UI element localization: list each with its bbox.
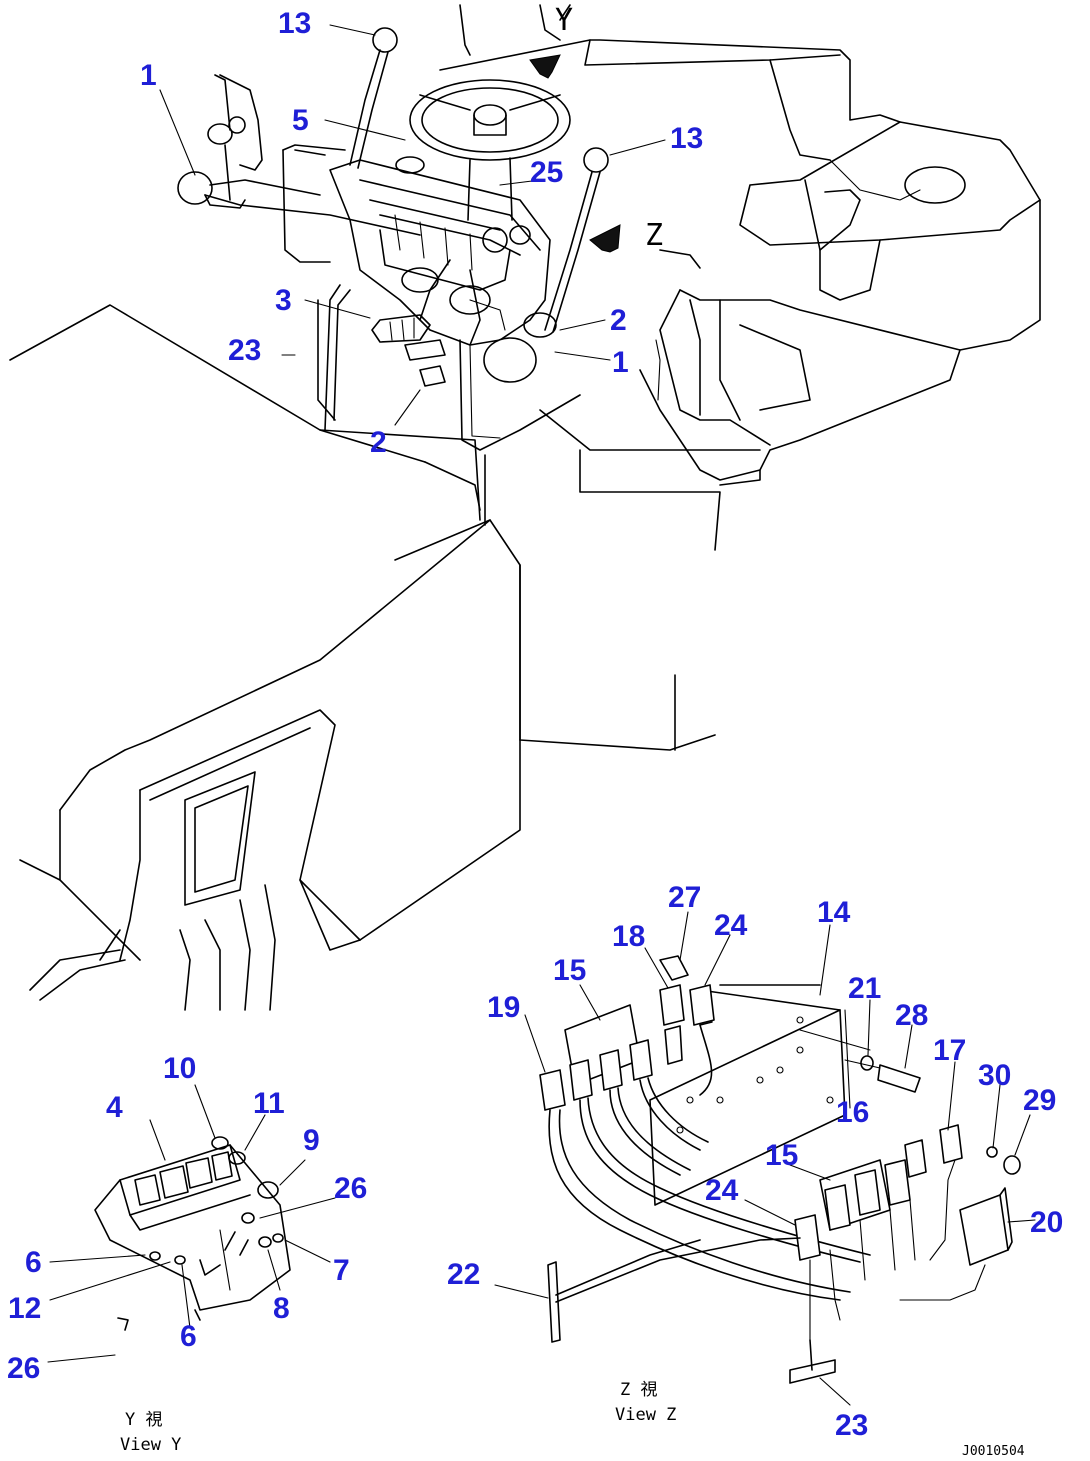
callout-15: 15 — [765, 1139, 798, 1172]
callout-28: 28 — [895, 999, 928, 1032]
callout-17: 17 — [933, 1034, 966, 1067]
callout-24: 24 — [705, 1174, 739, 1207]
view-y-jp-caption: Y 視 — [125, 1410, 162, 1430]
callout-1: 1 — [612, 346, 629, 379]
callout-3: 3 — [275, 284, 292, 317]
callout-12: 12 — [8, 1292, 41, 1325]
callout-4: 4 — [106, 1091, 123, 1124]
view-captions: Y 視 View Y Z 視 View Z J0010504 — [120, 1380, 1025, 1459]
callout-15: 15 — [553, 954, 586, 987]
view-letter-z: Z — [645, 218, 663, 253]
callout-7: 7 — [333, 1254, 350, 1287]
cab-outline — [439, 4, 1041, 486]
callout-26: 26 — [7, 1352, 40, 1385]
callout-13: 13 — [670, 122, 703, 155]
callout-16: 16 — [836, 1096, 869, 1129]
callout-11: 11 — [253, 1087, 285, 1120]
leader-lines — [47, 24, 1036, 1406]
callout-23: 23 — [228, 334, 261, 367]
callout-18: 18 — [612, 920, 645, 953]
callout-8: 8 — [273, 1292, 290, 1325]
callout-27: 27 — [668, 881, 701, 914]
callout-9: 9 — [303, 1124, 320, 1157]
view-z-jp-caption: Z 視 — [620, 1380, 657, 1400]
view-y-panel — [94, 1136, 291, 1331]
callout-14: 14 — [817, 896, 851, 929]
callout-30: 30 — [978, 1059, 1011, 1092]
callout-29: 29 — [1023, 1084, 1056, 1117]
view-arrows — [529, 54, 621, 253]
callout-20: 20 — [1030, 1206, 1063, 1239]
callout-5: 5 — [292, 104, 309, 137]
callout-13: 13 — [278, 7, 311, 40]
callout-23: 23 — [835, 1409, 868, 1442]
callout-6: 6 — [25, 1246, 42, 1279]
callout-21: 21 — [848, 972, 881, 1005]
view-letter-y: Y — [555, 3, 573, 38]
drawing-number: J0010504 — [962, 1444, 1025, 1459]
steering-wheel — [409, 79, 571, 221]
callout-10: 10 — [163, 1052, 196, 1085]
callout-1: 1 — [140, 59, 157, 92]
control-console — [329, 156, 557, 387]
cab-floor — [9, 304, 761, 1011]
levers — [177, 27, 609, 451]
view-z-caption: View Z — [615, 1405, 676, 1425]
callout-numbers: 13 1 5 13 25 3 23 2 1 2 10 4 11 9 26 6 7… — [7, 7, 1063, 1442]
callout-2: 2 — [610, 304, 627, 337]
callout-2: 2 — [370, 426, 387, 459]
callout-22: 22 — [447, 1258, 480, 1291]
callout-25: 25 — [530, 156, 563, 189]
callout-24: 24 — [714, 909, 748, 942]
view-y-caption: View Y — [120, 1435, 181, 1455]
callout-26: 26 — [334, 1172, 367, 1205]
view-z-relay-box — [539, 955, 1021, 1384]
callout-6: 6 — [180, 1320, 197, 1353]
callout-19: 19 — [487, 991, 520, 1024]
